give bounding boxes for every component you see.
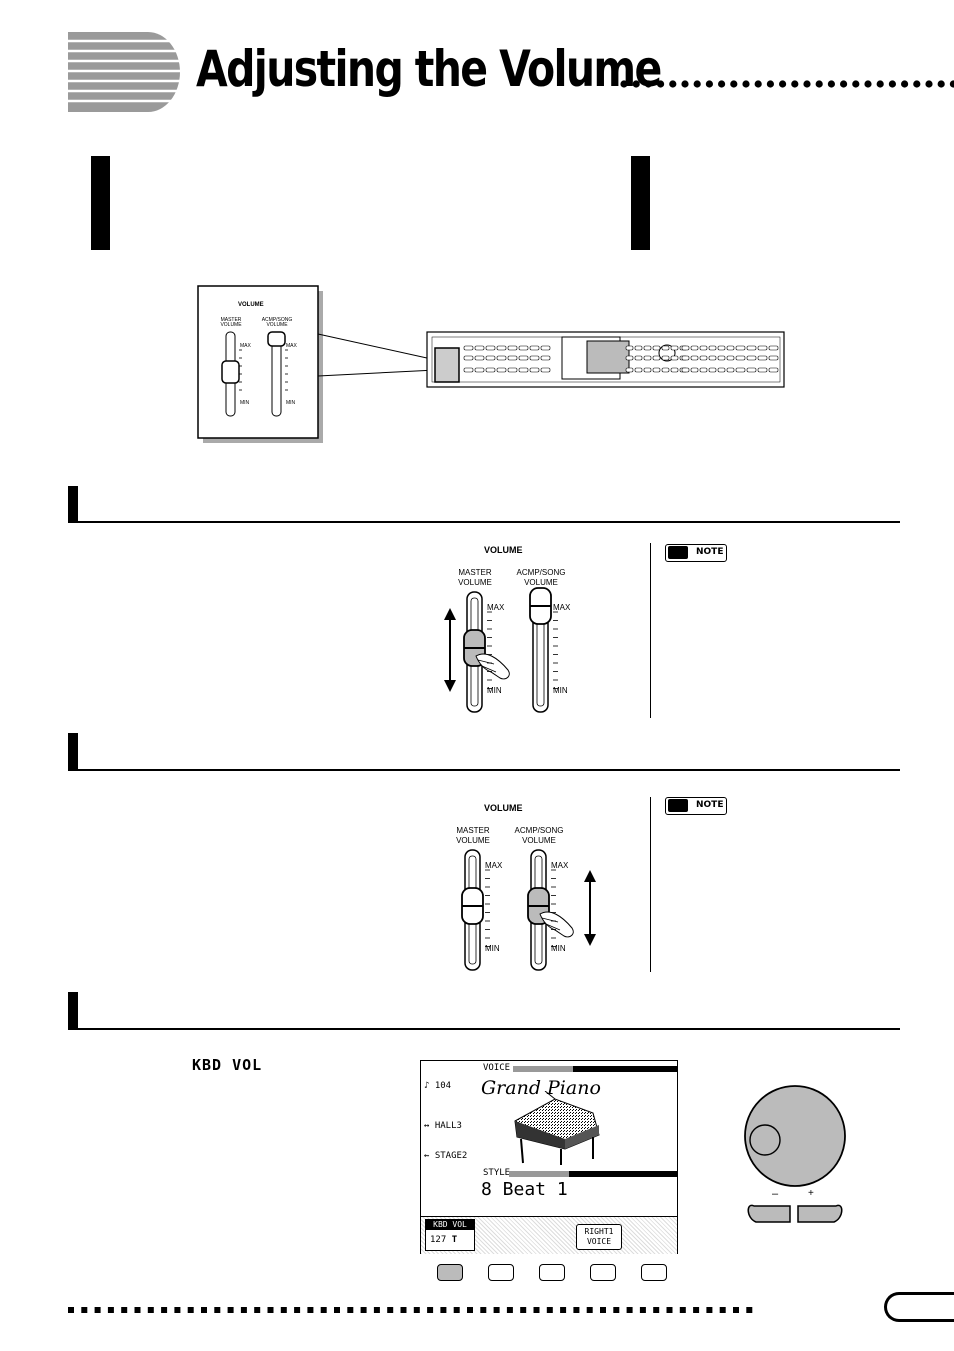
master-min-2: MIN (485, 944, 500, 953)
grand-piano-image (514, 1091, 600, 1165)
kbd-vol-label: KBD VOL (192, 1056, 263, 1074)
dial-increment-button[interactable] (798, 1204, 842, 1226)
mini-min-1: MIN (240, 400, 250, 406)
voice-name: Grand Piano (481, 1077, 601, 1099)
lcd-button-2[interactable] (488, 1264, 514, 1281)
note-divider-1 (650, 543, 651, 718)
right1-voice-soft-tab: RIGHT1 VOICE (576, 1224, 622, 1250)
mini-min-2: MIN (286, 400, 296, 406)
level-icon: T (451, 1235, 458, 1245)
volume-heading-2: VOLUME (484, 803, 523, 813)
note-badge-1: NOTE (665, 544, 727, 562)
mini-max-1: MAX (240, 343, 251, 349)
reverb-icon: ↔ (424, 1121, 430, 1131)
section-3-marker (68, 992, 78, 1029)
note-divider-2 (650, 797, 651, 972)
keyboard-overview-illustration (197, 285, 785, 443)
right-black-bar (631, 156, 650, 250)
lcd-button-1[interactable] (437, 1264, 463, 1281)
master-volume-slider-diagram (444, 587, 558, 713)
acmp-max-2: MAX (551, 861, 569, 870)
data-dial[interactable] (740, 1082, 850, 1228)
section-2-marker (68, 733, 78, 770)
style-label: STYLE (483, 1168, 511, 1178)
section-1-rule (68, 521, 900, 523)
style-label-bar (509, 1171, 677, 1177)
kbd-vol-soft-tab: KBD VOL 127 T (425, 1219, 475, 1251)
effect-icon: ⇜ (424, 1151, 430, 1161)
style-name: 8 Beat 1 (481, 1179, 568, 1200)
footer-dot-rule (68, 1307, 753, 1313)
section-1-marker (68, 486, 78, 523)
volume-heading-1: VOLUME (484, 545, 523, 555)
metronome-icon: ♪ (424, 1081, 430, 1091)
dial-plus-label: + (808, 1188, 814, 1199)
master-min-1: MIN (487, 686, 502, 695)
mini-max-2: MAX (286, 343, 297, 349)
note-badge-2: NOTE (665, 797, 727, 815)
lcd-button-5[interactable] (641, 1264, 667, 1281)
acmp-volume-slider-diagram (461, 849, 596, 971)
title-dot-leader (620, 80, 954, 88)
master-max-1: MAX (487, 603, 505, 612)
lcd-button-3[interactable] (539, 1264, 565, 1281)
dial-decrement-button[interactable] (752, 1204, 796, 1226)
voice-label: VOICE (483, 1063, 511, 1073)
acmp-min-1: MIN (553, 686, 568, 695)
section-2-rule (68, 769, 900, 771)
tempo-readout: ♪ 104 (424, 1081, 452, 1091)
acmp-max-1: MAX (553, 603, 571, 612)
effect-readout: ⇜ STAGE2 (424, 1151, 468, 1161)
mini-volume-heading: VOLUME (238, 302, 264, 308)
section-3-rule (68, 1028, 900, 1030)
acmp-min-2: MIN (551, 944, 566, 953)
page-title: Adjusting the Volume (196, 40, 662, 98)
page-number-tab (884, 1292, 954, 1322)
dial-minus-label: – (772, 1188, 779, 1200)
lcd-button-4[interactable] (590, 1264, 616, 1281)
note-icon (668, 799, 688, 812)
lcd-display: VOICE Grand Piano ♪ 104 ↔ HALL3 ⇜ STAGE2… (420, 1060, 678, 1254)
left-black-bar (91, 156, 110, 250)
reverb-readout: ↔ HALL3 (424, 1121, 462, 1131)
master-max-2: MAX (485, 861, 503, 870)
header-stripe-block (68, 32, 180, 112)
voice-label-bar (513, 1066, 677, 1072)
note-icon (668, 546, 688, 559)
